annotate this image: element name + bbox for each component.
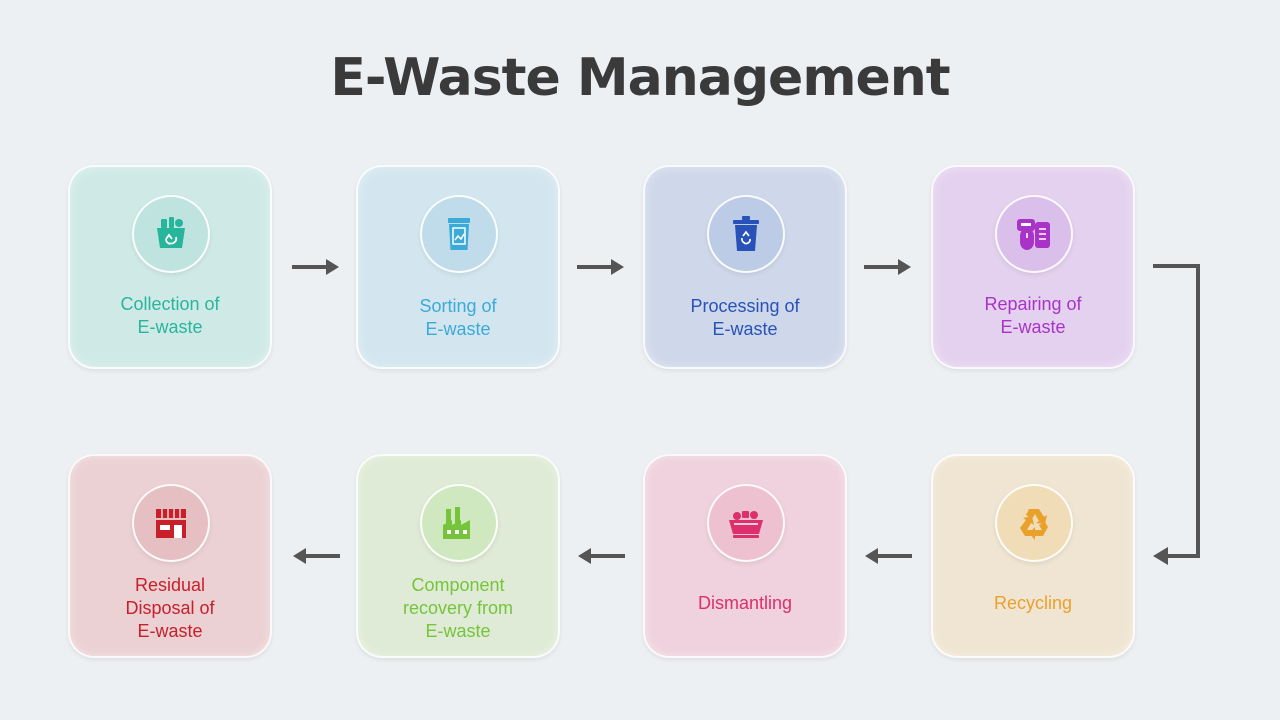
step-label: Collection of E-waste: [120, 294, 220, 337]
step-card-recycling: Recycling: [931, 454, 1135, 658]
step-card-sorting: Sorting of E-waste: [356, 165, 560, 369]
basket-recycle-icon: [157, 217, 185, 248]
arrow-down-connector: [1153, 264, 1200, 565]
step-icon-circle: [420, 195, 498, 273]
recycle-icon: [1020, 509, 1048, 540]
step-card-processing: Processing of E-waste: [643, 165, 847, 369]
step-label: Component recovery from E-waste: [402, 575, 514, 641]
step-icon-circle: [995, 484, 1073, 562]
scrap-tray-icon: [729, 511, 763, 538]
devices-icon: [1017, 219, 1050, 250]
arrow-right-3: [864, 259, 911, 275]
step-label: Repairing of E-waste: [984, 294, 1082, 337]
step-card-residual-disposal: Residual Disposal of E-waste: [68, 454, 272, 658]
step-card-component-recovery: Component recovery from E-waste: [356, 454, 560, 658]
arrow-left-2: [578, 548, 625, 564]
factory-icon: [443, 507, 470, 539]
step-card-repairing: Repairing of E-waste: [931, 165, 1135, 369]
step-icon-circle: [132, 484, 210, 562]
step-label: Recycling: [993, 593, 1073, 613]
step-icon-circle: [707, 195, 785, 273]
step-label: Residual Disposal of E-waste: [125, 575, 215, 641]
step-card-collection: Collection of E-waste: [68, 165, 272, 369]
page-title: E-Waste Management: [330, 48, 950, 108]
bin-icon: [448, 218, 470, 250]
arrow-left-1: [865, 548, 912, 564]
step-label: Processing of E-waste: [690, 296, 800, 339]
step-icon-circle: [132, 195, 210, 273]
arrow-right-1: [292, 259, 339, 275]
arrow-left-3: [293, 548, 340, 564]
step-icon-circle: [420, 484, 498, 562]
step-icon-circle: [707, 484, 785, 562]
step-card-dismantling: Dismantling: [643, 454, 847, 658]
recycle-bin-icon: [733, 216, 759, 251]
step-label: Dismantling: [697, 593, 793, 613]
step-label: Sorting of E-waste: [419, 296, 497, 339]
arrow-right-2: [577, 259, 624, 275]
store-icon: [156, 509, 186, 538]
step-icon-circle: [995, 195, 1073, 273]
